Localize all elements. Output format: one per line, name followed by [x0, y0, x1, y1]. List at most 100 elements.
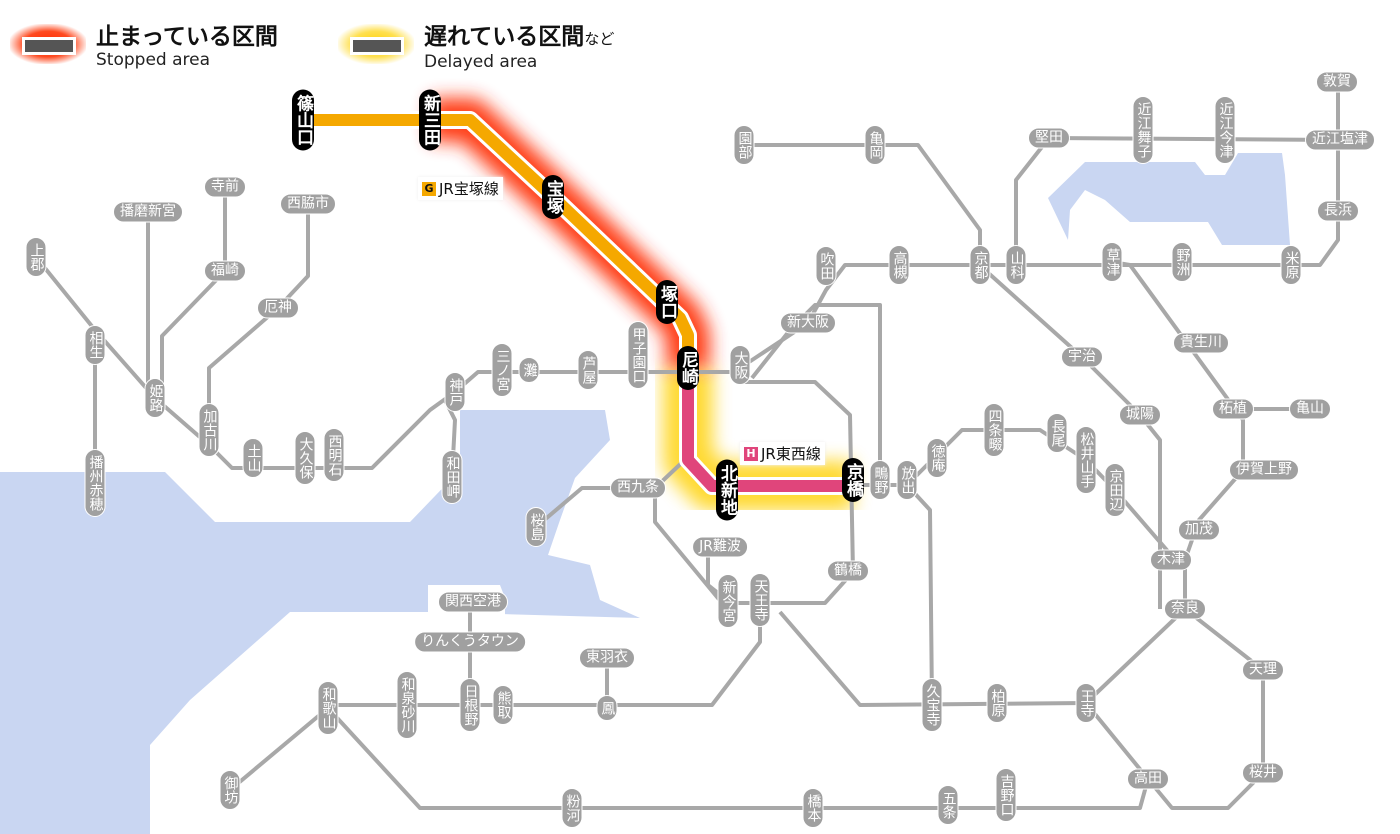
station-nishiwakishi[interactable]: 西脇市 — [280, 193, 336, 215]
station-uji[interactable]: 宇治 — [1061, 346, 1103, 368]
station-hashimoto[interactable]: 橋本 — [802, 788, 824, 828]
station-kameoka[interactable]: 亀岡 — [864, 125, 886, 165]
station-maibara[interactable]: 米原 — [1280, 245, 1302, 285]
station-tsuruhashi[interactable]: 鶴橋 — [827, 560, 869, 582]
station-tokuan[interactable]: 徳庵 — [926, 438, 948, 478]
station-tsuchiyama[interactable]: 土山 — [242, 438, 264, 478]
lake-biwa — [1048, 153, 1290, 245]
station-igaueno[interactable]: 伊賀上野 — [1229, 459, 1299, 481]
station-rinkutown[interactable]: りんくうタウン — [414, 631, 526, 653]
station-kusatsu[interactable]: 草津 — [1101, 242, 1123, 282]
station-tennoji[interactable]: 天王寺 — [749, 573, 771, 627]
track-segment — [750, 303, 882, 485]
station-hineno[interactable]: 日根野 — [459, 678, 481, 732]
track-segment — [326, 706, 1150, 810]
line-tag-takarazuka[interactable]: G JR宝塚線 — [418, 177, 503, 200]
track-segment — [160, 187, 227, 398]
station-kyotanabe[interactable]: 京田辺 — [1104, 463, 1126, 517]
station-aioi[interactable]: 相生 — [84, 325, 106, 365]
station-kibukawa[interactable]: 貴生川 — [1173, 332, 1229, 354]
station-nishiakashi[interactable]: 西明石 — [323, 428, 345, 482]
station-takatsuki[interactable]: 高槻 — [888, 245, 910, 285]
station-yasu[interactable]: 野洲 — [1171, 242, 1193, 282]
station-sasayamaguchi[interactable]: 篠山口 — [292, 89, 314, 151]
station-harimashingu[interactable]: 播磨新宮 — [113, 201, 183, 223]
station-kizu[interactable]: 木津 — [1150, 549, 1192, 571]
station-sannomiya[interactable]: 三ノ宮 — [491, 343, 513, 397]
station-kakogawa[interactable]: 加古川 — [198, 403, 220, 457]
station-yoshinoguchi[interactable]: 吉野口 — [995, 768, 1017, 822]
line-symbol-g-icon: G — [422, 181, 436, 196]
station-omimaiko[interactable]: 近江舞子 — [1132, 96, 1154, 164]
station-gojo[interactable]: 五条 — [937, 785, 959, 825]
station-hanaten[interactable]: 放出 — [896, 460, 918, 500]
station-kameyama[interactable]: 亀山 — [1289, 398, 1331, 420]
station-sakurajima[interactable]: 桜島 — [525, 507, 547, 547]
station-tsuruga[interactable]: 敦賀 — [1316, 71, 1358, 93]
station-wakayama[interactable]: 和歌山 — [317, 681, 339, 735]
station-oji[interactable]: 王寺 — [1075, 683, 1097, 723]
station-suita[interactable]: 吹田 — [815, 246, 837, 286]
station-yakujin[interactable]: 厄神 — [257, 297, 299, 319]
station-shijonawate[interactable]: 四条畷 — [983, 403, 1005, 457]
station-shinsanda[interactable]: 新三田 — [419, 89, 441, 151]
station-teramae[interactable]: 寺前 — [204, 176, 246, 198]
station-kobe[interactable]: 神戸 — [444, 372, 466, 412]
station-takada[interactable]: 高田 — [1127, 768, 1169, 790]
station-banshuako[interactable]: 播州赤穂 — [84, 449, 106, 517]
station-izumisunagawa[interactable]: 和泉砂川 — [396, 671, 418, 739]
station-otori[interactable]: 鳳 — [596, 695, 618, 721]
station-omiimazu[interactable]: 近江今津 — [1214, 96, 1236, 164]
station-kansaiairport[interactable]: 関西空港 — [438, 591, 508, 613]
legend-delayed-en: Delayed area — [424, 52, 538, 72]
station-shinimamiya[interactable]: 新今宮 — [717, 574, 739, 628]
station-matsuiyamate[interactable]: 松井山手 — [1075, 426, 1097, 494]
station-osaka[interactable]: 大阪 — [729, 345, 751, 385]
station-kumatori[interactable]: 熊取 — [492, 685, 514, 725]
station-tsuge[interactable]: 柘植 — [1212, 398, 1254, 420]
station-katata[interactable]: 堅田 — [1028, 127, 1070, 149]
station-kashiwara[interactable]: 柏原 — [986, 683, 1008, 723]
track-layer — [34, 82, 1341, 810]
station-ashiya[interactable]: 芦屋 — [577, 350, 599, 390]
station-kyobashi[interactable]: 京橋 — [842, 458, 864, 502]
station-sonobe[interactable]: 園部 — [733, 125, 755, 165]
station-kamo[interactable]: 加茂 — [1178, 519, 1220, 541]
station-nada[interactable]: 灘 — [518, 357, 540, 383]
station-sakurai[interactable]: 桜井 — [1242, 762, 1284, 784]
station-nishikujo[interactable]: 西九条 — [610, 477, 666, 499]
station-yamashina[interactable]: 山科 — [1005, 245, 1027, 285]
station-kokawa[interactable]: 粉河 — [561, 788, 583, 828]
station-koshienguchi[interactable]: 甲子園口 — [627, 321, 649, 389]
station-wadamisaki[interactable]: 和田岬 — [441, 450, 463, 504]
station-okubo[interactable]: 大久保 — [294, 431, 316, 485]
station-fukusaki[interactable]: 福崎 — [204, 260, 246, 282]
station-shigino[interactable]: 鴫野 — [869, 460, 891, 500]
line-name-takarazuka: JR宝塚線 — [439, 180, 499, 198]
station-jrnamba[interactable]: JR難波 — [692, 536, 748, 558]
station-nagao[interactable]: 長尾 — [1046, 413, 1068, 453]
station-takarazuka[interactable]: 宝塚 — [542, 175, 564, 219]
legend-delayed-jp: 遅れている区間 — [424, 24, 585, 50]
line-tag-tozai[interactable]: H JR東西線 — [740, 442, 825, 465]
station-joyo[interactable]: 城陽 — [1119, 404, 1161, 426]
track-segment — [653, 380, 855, 605]
station-higashihagoromo[interactable]: 東羽衣 — [579, 647, 635, 669]
station-kitashinchi[interactable]: 北新地 — [716, 459, 738, 521]
station-amagasaki[interactable]: 尼崎 — [677, 346, 699, 390]
stopped-swatch-icon — [10, 24, 86, 64]
station-gobo[interactable]: 御坊 — [219, 770, 241, 810]
station-kyoto[interactable]: 京都 — [969, 245, 991, 285]
station-kamigori[interactable]: 上郡 — [25, 237, 47, 277]
station-nara[interactable]: 奈良 — [1164, 598, 1206, 620]
station-shinosaka[interactable]: 新大阪 — [780, 312, 836, 334]
station-omishiotsu[interactable]: 近江塩津 — [1305, 129, 1375, 151]
station-tsukaguchi[interactable]: 塚口 — [656, 280, 678, 324]
station-kyuhoji[interactable]: 久宝寺 — [921, 678, 943, 732]
station-himeji[interactable]: 姫路 — [144, 378, 166, 418]
station-nagahama[interactable]: 長浜 — [1317, 200, 1359, 222]
legend-stopped-en: Stopped area — [96, 50, 211, 70]
station-tenri[interactable]: 天理 — [1242, 659, 1284, 681]
affected-line[interactable] — [682, 368, 853, 492]
